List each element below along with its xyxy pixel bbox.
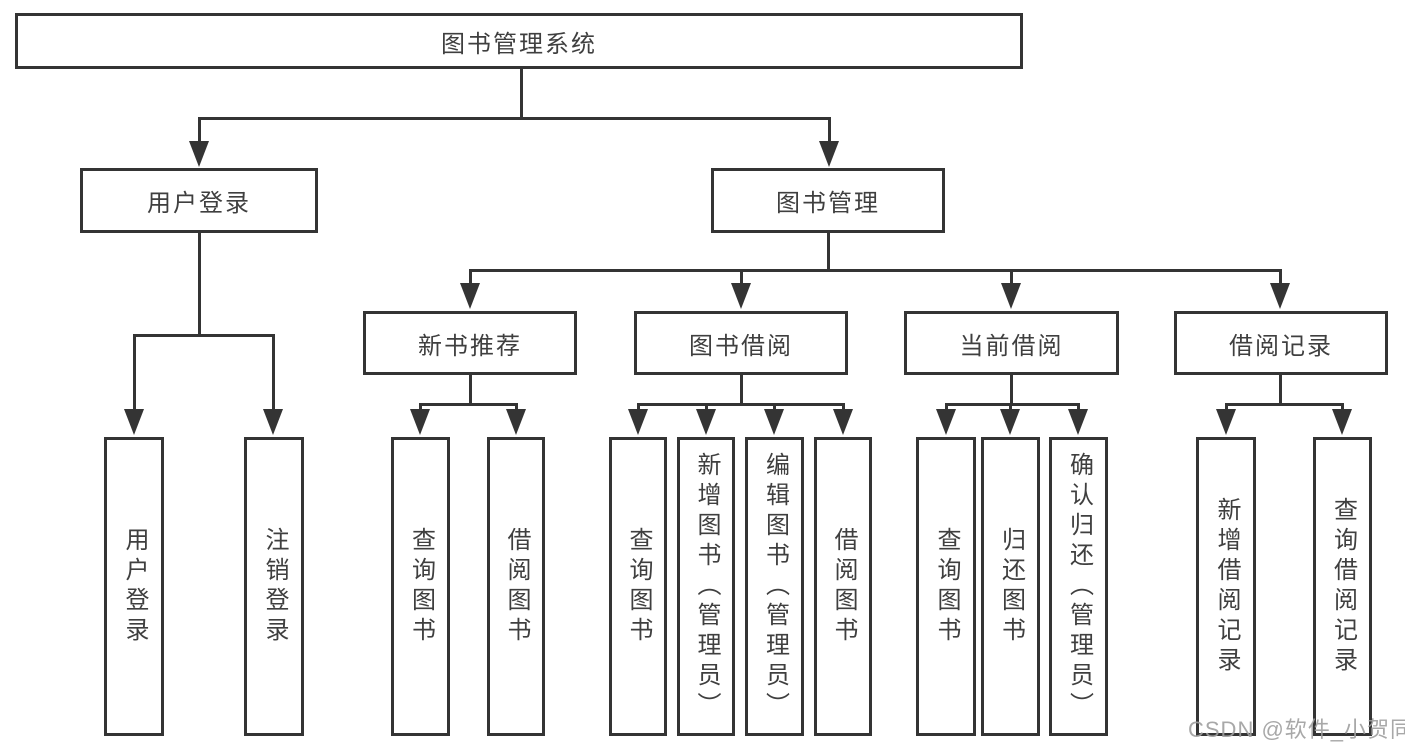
connector-new-rec-bus xyxy=(419,403,518,406)
leaf-edit-book-admin: 编辑图书（管理员） xyxy=(745,437,804,736)
connector-stem-leaf xyxy=(773,403,776,412)
leaf-confirm-return-admin: 确认归还（管理员） xyxy=(1049,437,1108,736)
arrowhead-down-icon xyxy=(696,409,716,435)
leaf-logout: 注销登录 xyxy=(244,437,304,736)
leaf-query-book-recommend: 查询图书 xyxy=(391,437,450,736)
arrowhead-down-icon xyxy=(1216,409,1236,435)
arrowhead-down-icon xyxy=(819,141,839,167)
leaf-add-book-admin: 新增图书（管理员） xyxy=(677,437,735,736)
node-book-management-branch: 图书管理 xyxy=(711,168,945,233)
leaf-query-book-borrow: 查询图书 xyxy=(609,437,667,736)
connector-stem-leaf xyxy=(1341,403,1344,412)
csdn-watermark: CSDN @软件_小贺同学 xyxy=(1188,717,1405,742)
connector-records-riser xyxy=(1279,375,1282,406)
connector-stem-leaf xyxy=(515,403,518,412)
connector-stem-book-mgmt xyxy=(828,117,831,145)
node-new-book-recommend: 新书推荐 xyxy=(363,311,577,375)
connector-stem-leaf xyxy=(272,334,275,411)
arrowhead-down-icon xyxy=(936,409,956,435)
connector-stem-current xyxy=(1010,269,1013,286)
arrowhead-down-icon xyxy=(1068,409,1088,435)
connector-stem-user-login xyxy=(198,117,201,145)
leaf-return-book: 归还图书 xyxy=(981,437,1040,736)
connector-stem-leaf xyxy=(1009,403,1012,412)
arrowhead-down-icon xyxy=(764,409,784,435)
connector-book-mgmt-bus xyxy=(469,269,1282,272)
connector-new-rec-riser xyxy=(469,375,472,406)
arrowhead-down-icon xyxy=(460,283,480,309)
connector-stem-records xyxy=(1279,269,1282,286)
node-library-management-system: 图书管理系统 xyxy=(15,13,1023,69)
connector-records-bus xyxy=(1225,403,1344,406)
connector-borrow-bus xyxy=(637,403,845,406)
connector-stem-new-rec xyxy=(469,269,472,286)
arrowhead-down-icon xyxy=(1332,409,1352,435)
connector-user-login-bus xyxy=(133,334,275,337)
arrowhead-down-icon xyxy=(124,409,144,435)
arrowhead-down-icon xyxy=(506,409,526,435)
connector-stem-leaf xyxy=(419,403,422,412)
connector-stem-leaf xyxy=(705,403,708,412)
connector-stem-leaf xyxy=(945,403,948,412)
connector-user-login-riser xyxy=(198,233,201,337)
leaf-query-book-current: 查询图书 xyxy=(916,437,976,736)
connector-borrow-riser xyxy=(740,375,743,406)
connector-stem-leaf xyxy=(1225,403,1228,412)
connector-current-riser xyxy=(1010,375,1013,406)
connector-stem-borrow xyxy=(740,269,743,286)
node-borrow-records: 借阅记录 xyxy=(1174,311,1388,375)
connector-current-bus xyxy=(945,403,1080,406)
connector-root-riser xyxy=(520,69,523,119)
connector-book-mgmt-riser xyxy=(827,233,830,271)
leaf-add-borrow-record: 新增借阅记录 xyxy=(1196,437,1256,736)
arrowhead-down-icon xyxy=(410,409,430,435)
connector-stem-leaf xyxy=(133,334,136,411)
connector-root-bus xyxy=(198,117,830,120)
leaf-user-login: 用户登录 xyxy=(104,437,164,736)
arrowhead-down-icon xyxy=(731,283,751,309)
arrowhead-down-icon xyxy=(263,409,283,435)
connector-stem-leaf xyxy=(842,403,845,412)
node-user-login-branch: 用户登录 xyxy=(80,168,318,233)
arrowhead-down-icon xyxy=(1000,409,1020,435)
node-book-borrow: 图书借阅 xyxy=(634,311,848,375)
arrowhead-down-icon xyxy=(1270,283,1290,309)
arrowhead-down-icon xyxy=(833,409,853,435)
leaf-query-borrow-record: 查询借阅记录 xyxy=(1313,437,1372,736)
arrowhead-down-icon xyxy=(628,409,648,435)
node-current-borrow: 当前借阅 xyxy=(904,311,1119,375)
connector-stem-leaf xyxy=(637,403,640,412)
connector-stem-leaf xyxy=(1077,403,1080,412)
leaf-borrow-book: 借阅图书 xyxy=(814,437,872,736)
leaf-borrow-book-recommend: 借阅图书 xyxy=(487,437,545,736)
arrowhead-down-icon xyxy=(1001,283,1021,309)
arrowhead-down-icon xyxy=(189,141,209,167)
